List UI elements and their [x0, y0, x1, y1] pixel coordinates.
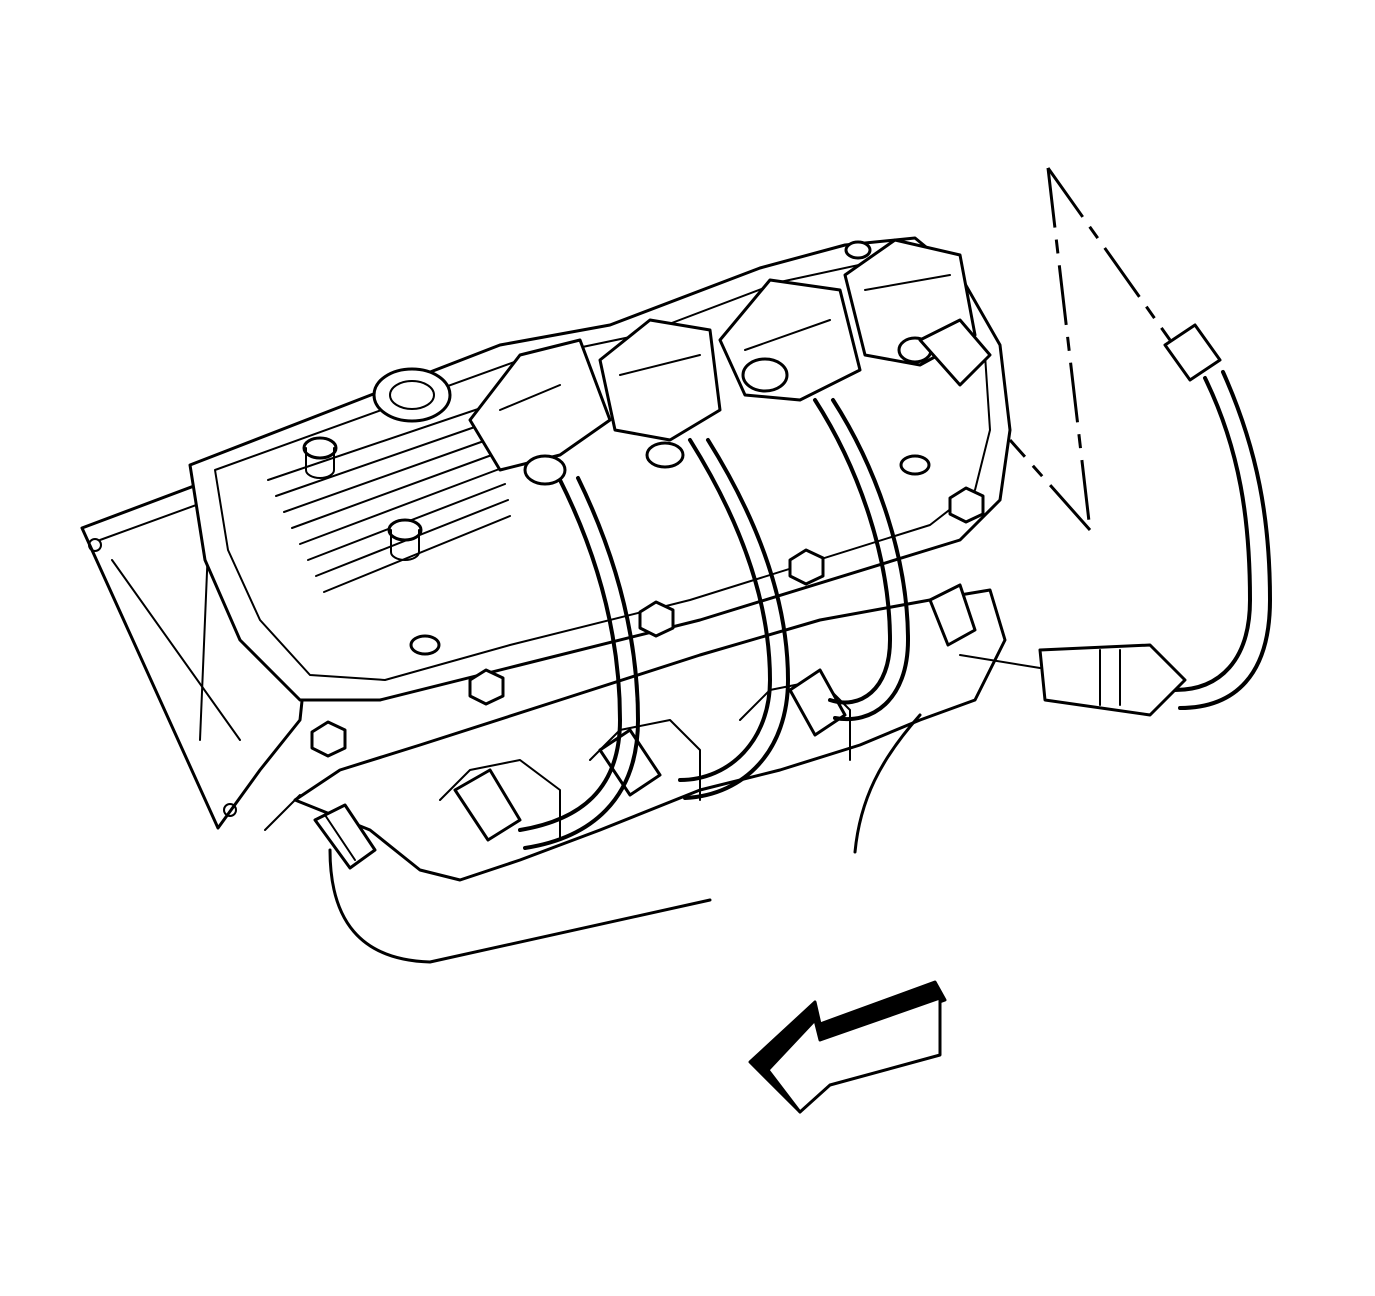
ignition-coil [468, 338, 612, 486]
manifold-nut [788, 548, 825, 586]
cover-bolt [844, 240, 872, 260]
engine-block-outline [264, 713, 922, 964]
spark-plug-wire [813, 398, 910, 722]
manifold-nut [638, 600, 675, 638]
spark-plug [453, 768, 522, 842]
ignition-coil [598, 318, 722, 469]
spark-plug [313, 803, 377, 870]
cover-bolt [302, 436, 338, 479]
plug-wire-leader [959, 654, 1041, 669]
ignition-coil [718, 278, 862, 402]
view-direction-arrow [748, 980, 947, 1114]
callout-dashed-lines [1008, 167, 1172, 531]
manifold-nut [948, 486, 985, 524]
coil-connector [918, 318, 992, 387]
cover-bolt [409, 634, 441, 656]
spark-plug-wire [518, 476, 640, 850]
detached-spark-plug-wire [1038, 323, 1272, 717]
spark-plug [788, 668, 847, 737]
manifold-nut [468, 668, 505, 706]
cover-bolt [899, 454, 931, 476]
manifold-nut [310, 720, 347, 758]
spark-plug-wire [678, 438, 790, 800]
spark-plug [928, 583, 977, 647]
cover-bolt [387, 518, 423, 561]
